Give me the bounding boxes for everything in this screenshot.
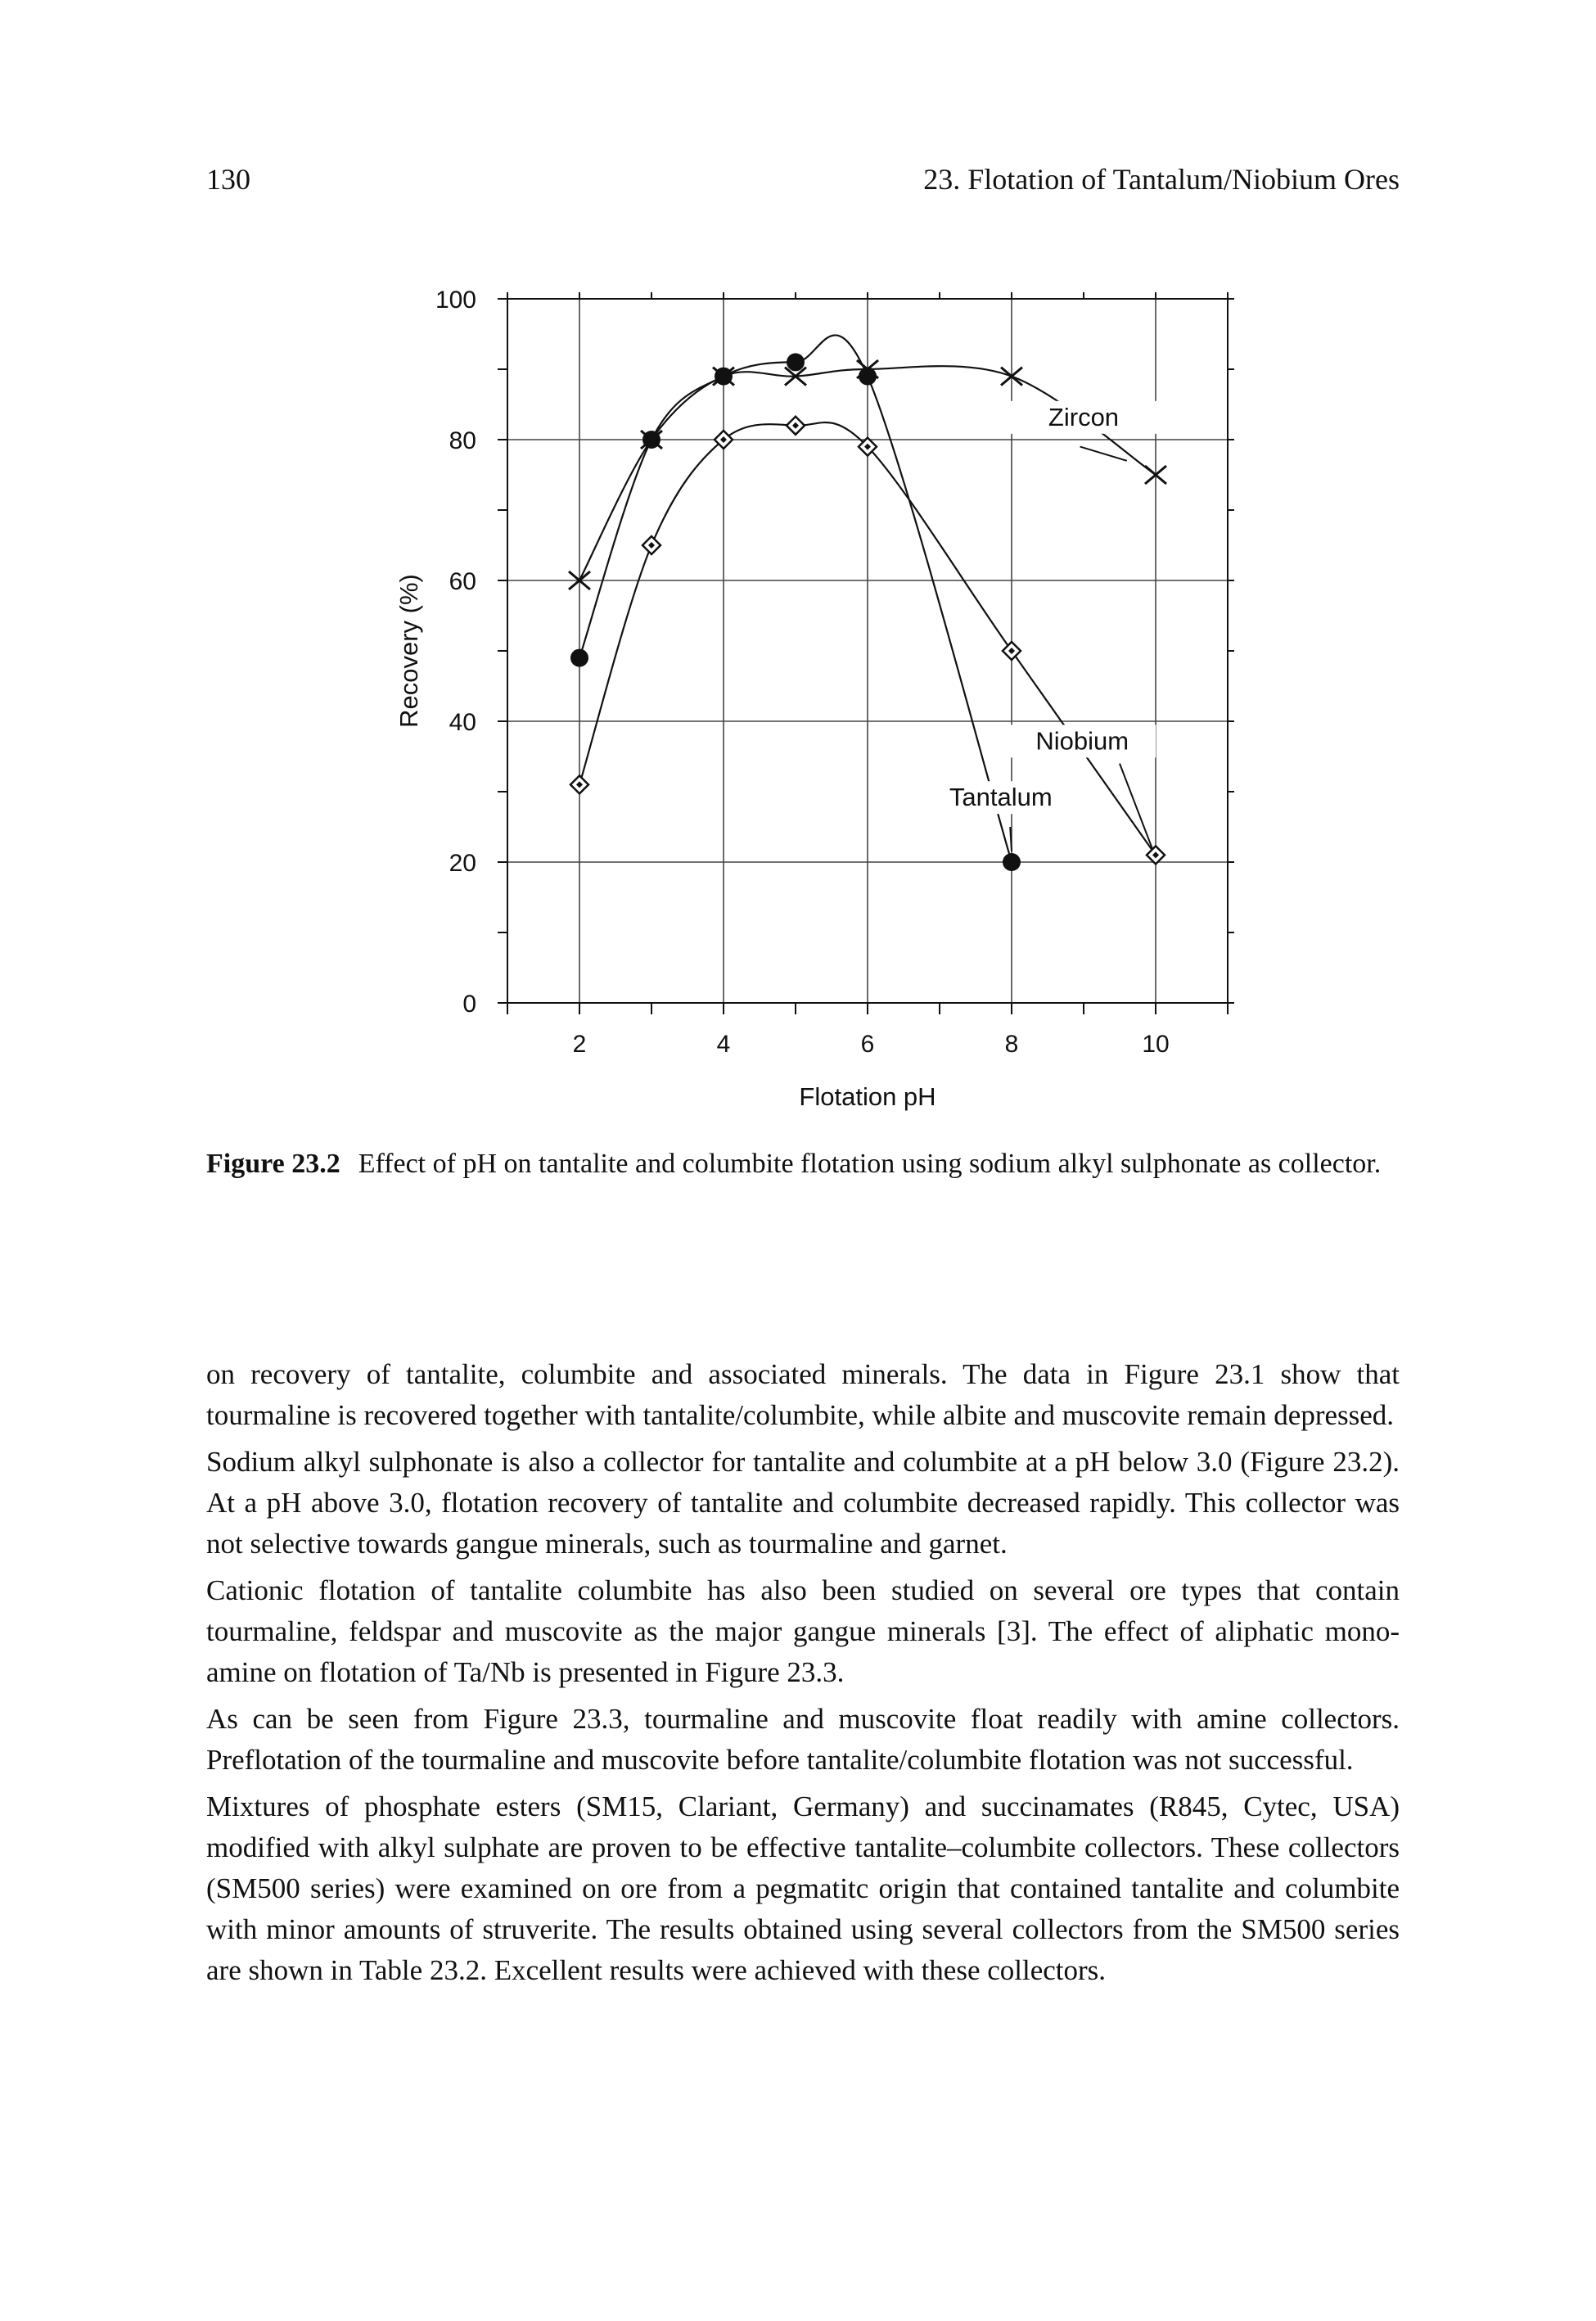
annotation-bg	[926, 781, 1075, 815]
diamond-marker-core	[1008, 648, 1015, 654]
series-line-niobium	[578, 421, 1156, 856]
circle-marker	[715, 367, 733, 386]
paragraph: Sodium alkyl sulphonate is also a collec…	[206, 1446, 1400, 1560]
paragraph: As can be seen from Figure 23.3, tourmal…	[206, 1703, 1400, 1776]
x-tick-label: 4	[717, 1031, 731, 1058]
annotation-label: Zircon	[1048, 403, 1119, 431]
circle-marker	[1003, 853, 1021, 871]
x-axis-label: Flotation pH	[799, 1082, 936, 1111]
chapter-title: 23. Flotation of Tantalum/Niobium Ores	[923, 163, 1400, 196]
paragraph: Mixtures of phosphate esters (SM15, Clar…	[206, 1790, 1400, 1986]
y-tick-label: 60	[449, 568, 476, 595]
annotation-label: Tantalum	[949, 783, 1053, 811]
y-axis-label: Recovery (%)	[394, 574, 423, 728]
chart-axes	[498, 292, 1234, 1014]
x-tick-label: 2	[573, 1031, 587, 1058]
chart-series	[568, 334, 1167, 871]
running-head: 130 23. Flotation of Tantalum/Niobium Or…	[206, 162, 1400, 203]
circle-marker	[642, 431, 660, 449]
figure-caption: Figure 23.2 Effect of pH on tantalite and…	[206, 1145, 1400, 1184]
x-marker	[784, 366, 807, 386]
annotation-leader	[1119, 763, 1153, 849]
annotation-leader	[1009, 826, 1012, 852]
x-tick-label: 10	[1142, 1031, 1169, 1058]
annotation-bg	[1010, 400, 1157, 434]
diamond-marker-core	[792, 422, 799, 429]
x-marker	[1144, 464, 1167, 485]
y-tick-label: 20	[449, 850, 476, 877]
diamond-marker-core	[1152, 851, 1159, 859]
diamond-marker-core	[576, 781, 583, 788]
y-tick-label: 100	[435, 287, 476, 314]
circle-marker	[570, 648, 588, 667]
circle-marker	[859, 367, 877, 386]
x-marker	[1000, 366, 1023, 386]
y-tick-label: 0	[462, 991, 476, 1018]
annotation-label: Niobium	[1035, 726, 1129, 755]
diamond-marker-core	[648, 542, 655, 549]
diamond-marker-core	[864, 443, 871, 450]
body-text: on recovery of tantalite, columbite and …	[206, 1354, 1400, 1997]
series-tantalum	[570, 334, 1021, 871]
paragraph: Cationic flotation of tantalite columbit…	[206, 1574, 1400, 1688]
page-number: 130	[206, 163, 250, 196]
annotation-bg	[1008, 725, 1156, 758]
x-tick-label: 8	[1005, 1031, 1019, 1058]
paragraph: on recovery of tantalite, columbite and …	[206, 1358, 1400, 1431]
figure-caption-text: Effect of pH on tantalite and columbite …	[358, 1149, 1382, 1179]
x-marker	[568, 570, 591, 591]
circle-marker	[787, 353, 805, 372]
y-tick-label: 80	[449, 427, 476, 454]
x-tick-label: 6	[861, 1031, 875, 1058]
figure-label: Figure 23.2	[206, 1149, 340, 1179]
series-niobium	[569, 415, 1166, 866]
y-tick-label: 40	[449, 709, 476, 736]
annotation-leader	[1080, 445, 1128, 462]
diamond-marker-core	[720, 436, 727, 443]
